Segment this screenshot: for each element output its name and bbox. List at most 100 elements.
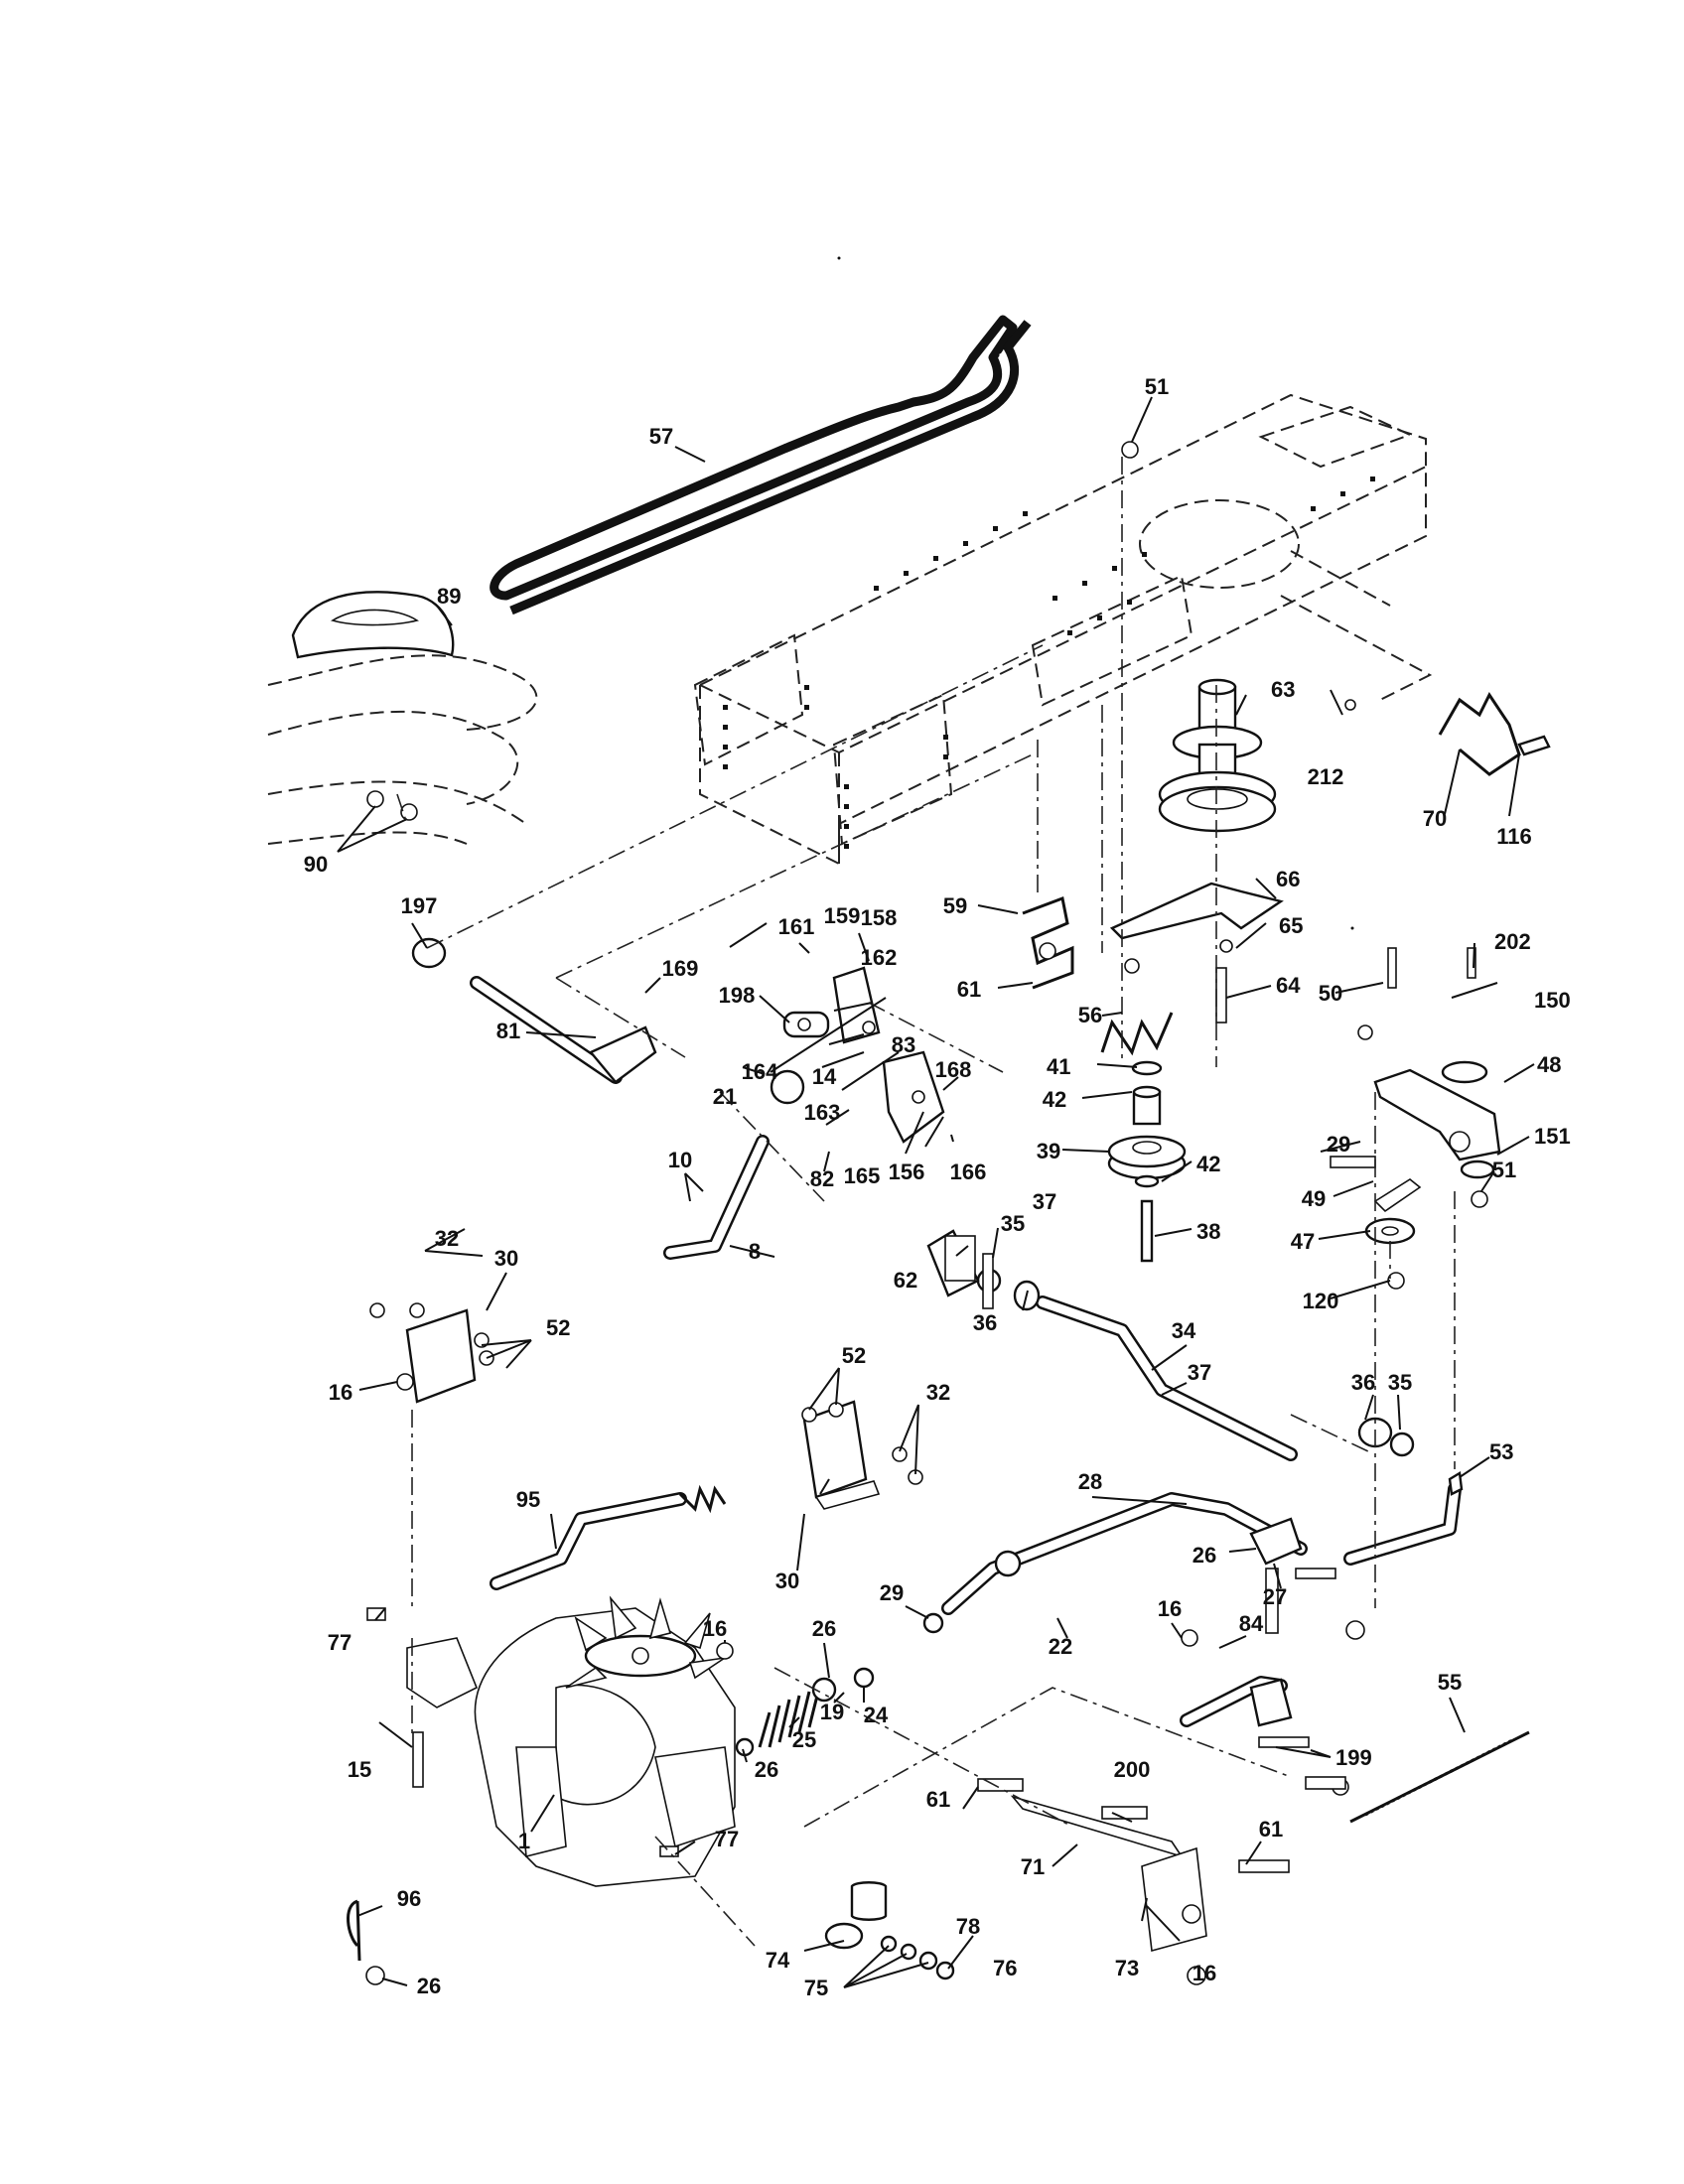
label-8: 8: [749, 1239, 761, 1264]
label-84: 84: [1239, 1611, 1264, 1636]
label-26-bottom: 26: [417, 1974, 441, 1998]
label-90: 90: [304, 852, 328, 877]
label-19: 19: [820, 1700, 844, 1724]
label-65: 65: [1279, 913, 1303, 938]
pulley-small: [1107, 1060, 1187, 1263]
label-25: 25: [792, 1727, 816, 1752]
label-164: 164: [742, 1059, 778, 1084]
label-74: 74: [766, 1948, 790, 1973]
label-55: 55: [1438, 1670, 1462, 1695]
label-15: 15: [348, 1757, 371, 1782]
leader-lines: [337, 396, 1535, 1988]
label-169: 169: [662, 956, 699, 981]
transaxle: [406, 1595, 736, 1887]
label-200: 200: [1114, 1757, 1151, 1782]
label-16-left: 16: [329, 1380, 352, 1405]
label-30-center: 30: [775, 1569, 799, 1593]
label-77-center: 77: [715, 1827, 739, 1851]
label-36-upper: 36: [973, 1310, 997, 1335]
label-70: 70: [1423, 806, 1447, 831]
label-30-left: 30: [494, 1246, 518, 1271]
label-41: 41: [1047, 1054, 1070, 1079]
right-bracket-assembly: [1364, 1060, 1501, 1245]
label-66: 66: [1276, 867, 1300, 891]
tension-spring: [1349, 1730, 1530, 1824]
label-212: 212: [1308, 764, 1344, 789]
label-165: 165: [844, 1163, 881, 1188]
label-57: 57: [649, 424, 673, 449]
label-10: 10: [668, 1148, 692, 1172]
label-42-upper: 42: [1043, 1087, 1066, 1112]
label-62: 62: [894, 1268, 917, 1293]
lift-shaft: [926, 1229, 1415, 1461]
fender-part: [291, 591, 455, 659]
label-16-bottom: 16: [1193, 1961, 1216, 1985]
part-labels: 57 51 89 90 197 81 63 212 70 1 16 66 65 6…: [304, 374, 1571, 2000]
fasteners: [347, 441, 1488, 1985]
label-56: 56: [1078, 1003, 1102, 1027]
label-61-lower-left: 61: [926, 1787, 950, 1812]
label-197: 197: [401, 893, 438, 918]
alignment-lines: [396, 457, 1456, 1947]
label-53: 53: [1489, 1439, 1513, 1464]
label-75: 75: [804, 1976, 828, 2000]
label-1: 1: [518, 1829, 530, 1853]
label-158: 158: [861, 905, 898, 930]
label-73: 73: [1115, 1956, 1139, 1980]
label-59: 59: [943, 893, 967, 918]
label-83: 83: [892, 1032, 915, 1057]
label-16-trans: 16: [703, 1616, 727, 1641]
label-63: 63: [1271, 677, 1295, 702]
label-34: 34: [1172, 1318, 1196, 1343]
label-61-lower-right: 61: [1259, 1817, 1283, 1842]
shift-rod: [490, 1484, 727, 1590]
drive-belt: [490, 315, 1032, 615]
label-78: 78: [956, 1914, 980, 1939]
label-26-right: 26: [1193, 1543, 1216, 1568]
chassis-frame: [693, 393, 1433, 866]
spring-clip: [1100, 1012, 1174, 1056]
label-156: 156: [889, 1160, 925, 1184]
label-21: 21: [713, 1084, 737, 1109]
label-96: 96: [397, 1886, 421, 1911]
label-48: 48: [1537, 1052, 1561, 1077]
label-26-center: 26: [812, 1616, 836, 1641]
label-37: 37: [1188, 1360, 1211, 1385]
label-198: 198: [719, 983, 756, 1008]
fender-outline: [267, 654, 538, 845]
label-162: 162: [861, 945, 898, 970]
label-159: 159: [824, 903, 861, 928]
label-151: 151: [1534, 1124, 1571, 1149]
label-49: 49: [1302, 1186, 1326, 1211]
label-26-spring: 26: [755, 1757, 778, 1782]
label-76: 76: [993, 1956, 1017, 1980]
label-81: 81: [496, 1019, 520, 1043]
label-42-lower: 42: [1196, 1152, 1220, 1176]
label-166: 166: [950, 1160, 987, 1184]
label-168: 168: [935, 1057, 972, 1082]
stray-marks: [837, 256, 1354, 930]
label-50: 50: [1319, 981, 1342, 1006]
label-29: 29: [880, 1580, 904, 1605]
label-77-left: 77: [328, 1630, 351, 1655]
label-150: 150: [1534, 988, 1571, 1013]
belt-guide-bracket: [1022, 895, 1074, 990]
label-52-left: 52: [546, 1315, 570, 1340]
label-161: 161: [778, 914, 815, 939]
label-202: 202: [1494, 929, 1531, 954]
label-71: 71: [1021, 1854, 1045, 1879]
drag-links: [922, 1471, 1464, 1634]
center-bracket-assembly: [782, 966, 945, 1144]
label-35-right: 35: [1388, 1370, 1412, 1395]
label-199: 199: [1335, 1745, 1372, 1770]
mount-brackets: [405, 1308, 881, 1510]
spring-and-spacers: [735, 1667, 875, 1757]
label-28: 28: [1078, 1469, 1102, 1494]
label-89: 89: [437, 584, 461, 609]
label-163: 163: [804, 1100, 841, 1125]
label-39: 38: [1196, 1219, 1220, 1244]
label-51-right: 51: [1492, 1158, 1516, 1182]
idler-pulley-large: [1158, 678, 1277, 833]
label-27-right: 29: [1327, 1132, 1350, 1157]
